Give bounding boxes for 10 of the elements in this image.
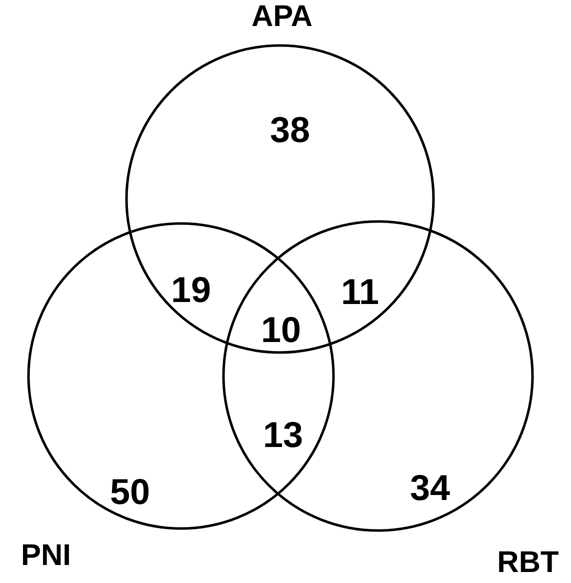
region-count: 50 [110, 474, 150, 510]
region-count: 13 [262, 417, 304, 453]
set-label: PNI [21, 541, 71, 571]
region-count: 34 [410, 470, 450, 506]
region-count: 38 [270, 112, 310, 148]
region-count: 10 [260, 312, 302, 348]
region-count: 11 [340, 274, 380, 310]
set-label: APA [251, 2, 313, 32]
set-label: RBT [497, 548, 559, 578]
region-count: 19 [170, 272, 212, 308]
